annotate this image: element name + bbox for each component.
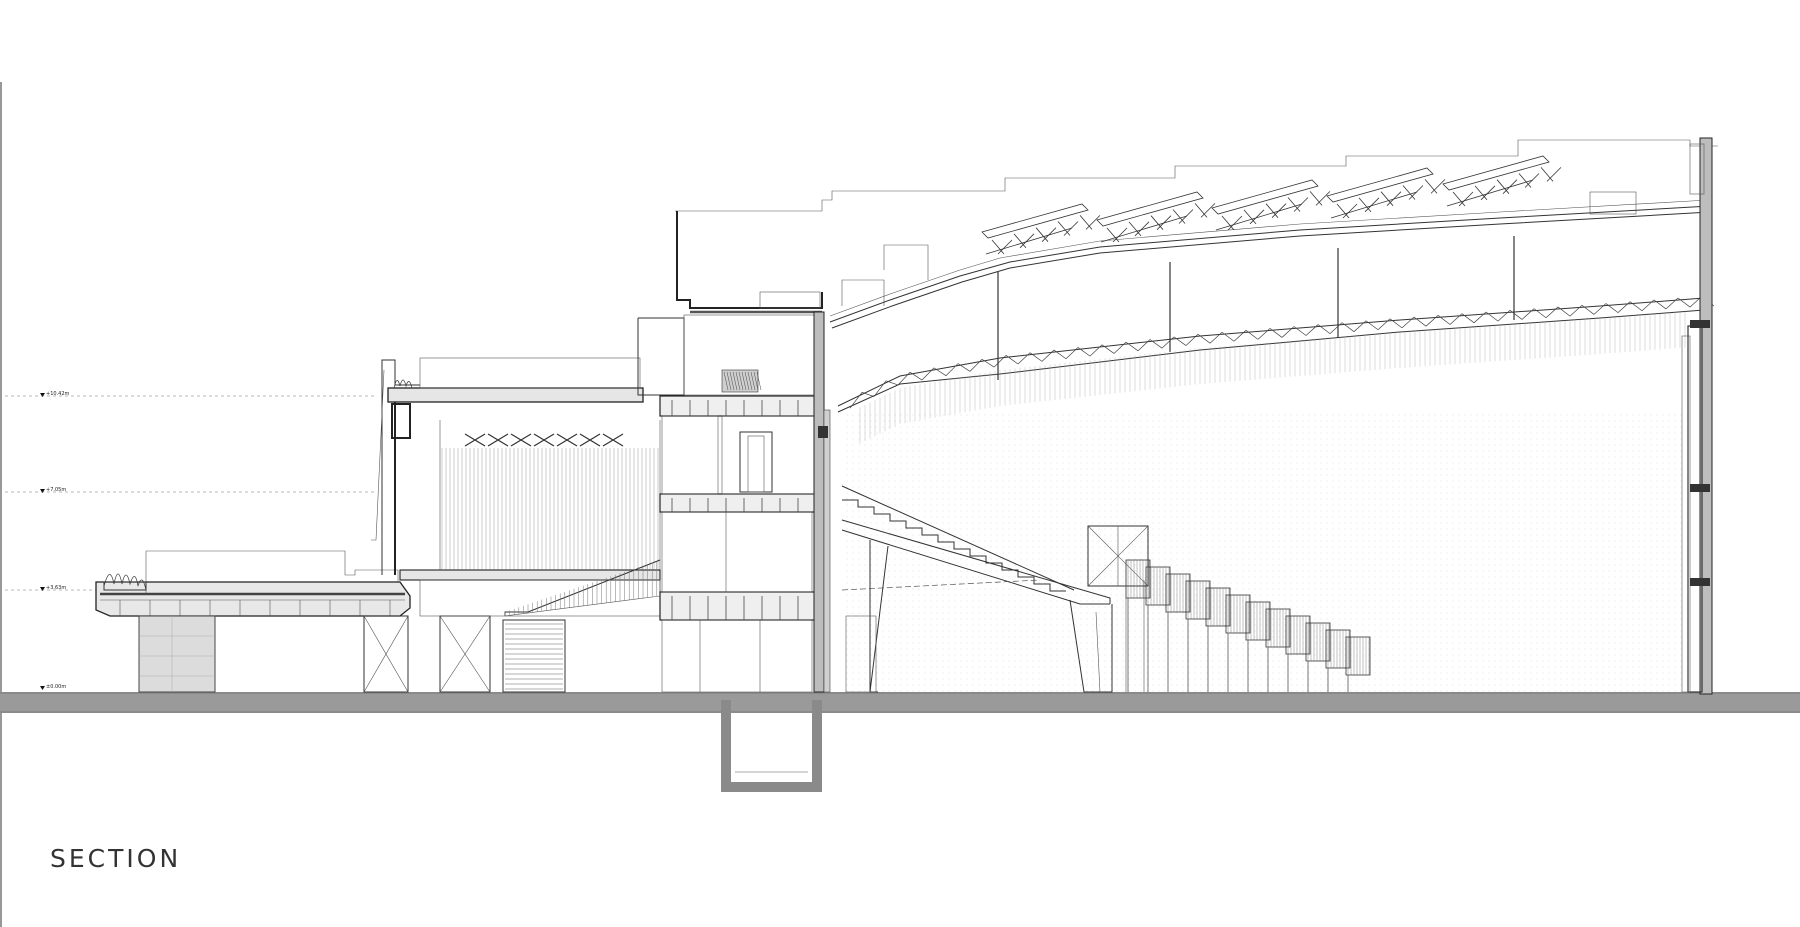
level-marker: ±0.00m: [40, 684, 66, 690]
background-outline: [675, 139, 1718, 212]
level-label: +3.63m: [46, 585, 66, 591]
level-label: +7.05m: [46, 487, 66, 493]
basement-pit: [721, 700, 822, 792]
drawing-title: SECTION: [50, 844, 182, 873]
level-label: ±0.00m: [46, 684, 66, 690]
level-marker: +10.42m: [5, 391, 375, 397]
left-wing: [95, 550, 491, 693]
level-markers: +10.42m +7.05m +3.63m ±0.00m: [5, 391, 375, 690]
level-label: +10.42m: [46, 391, 70, 397]
auditorium: [829, 137, 1715, 695]
ground-slab: [0, 692, 1800, 792]
central-tower: [637, 211, 831, 693]
retractable-seating: [1125, 559, 1371, 692]
solar-panels: [981, 155, 1562, 255]
level-marker: +7.05m: [5, 487, 375, 493]
lobby-stair: [504, 559, 661, 617]
middle-block: [371, 357, 661, 693]
level-marker: +3.63m: [5, 585, 100, 591]
